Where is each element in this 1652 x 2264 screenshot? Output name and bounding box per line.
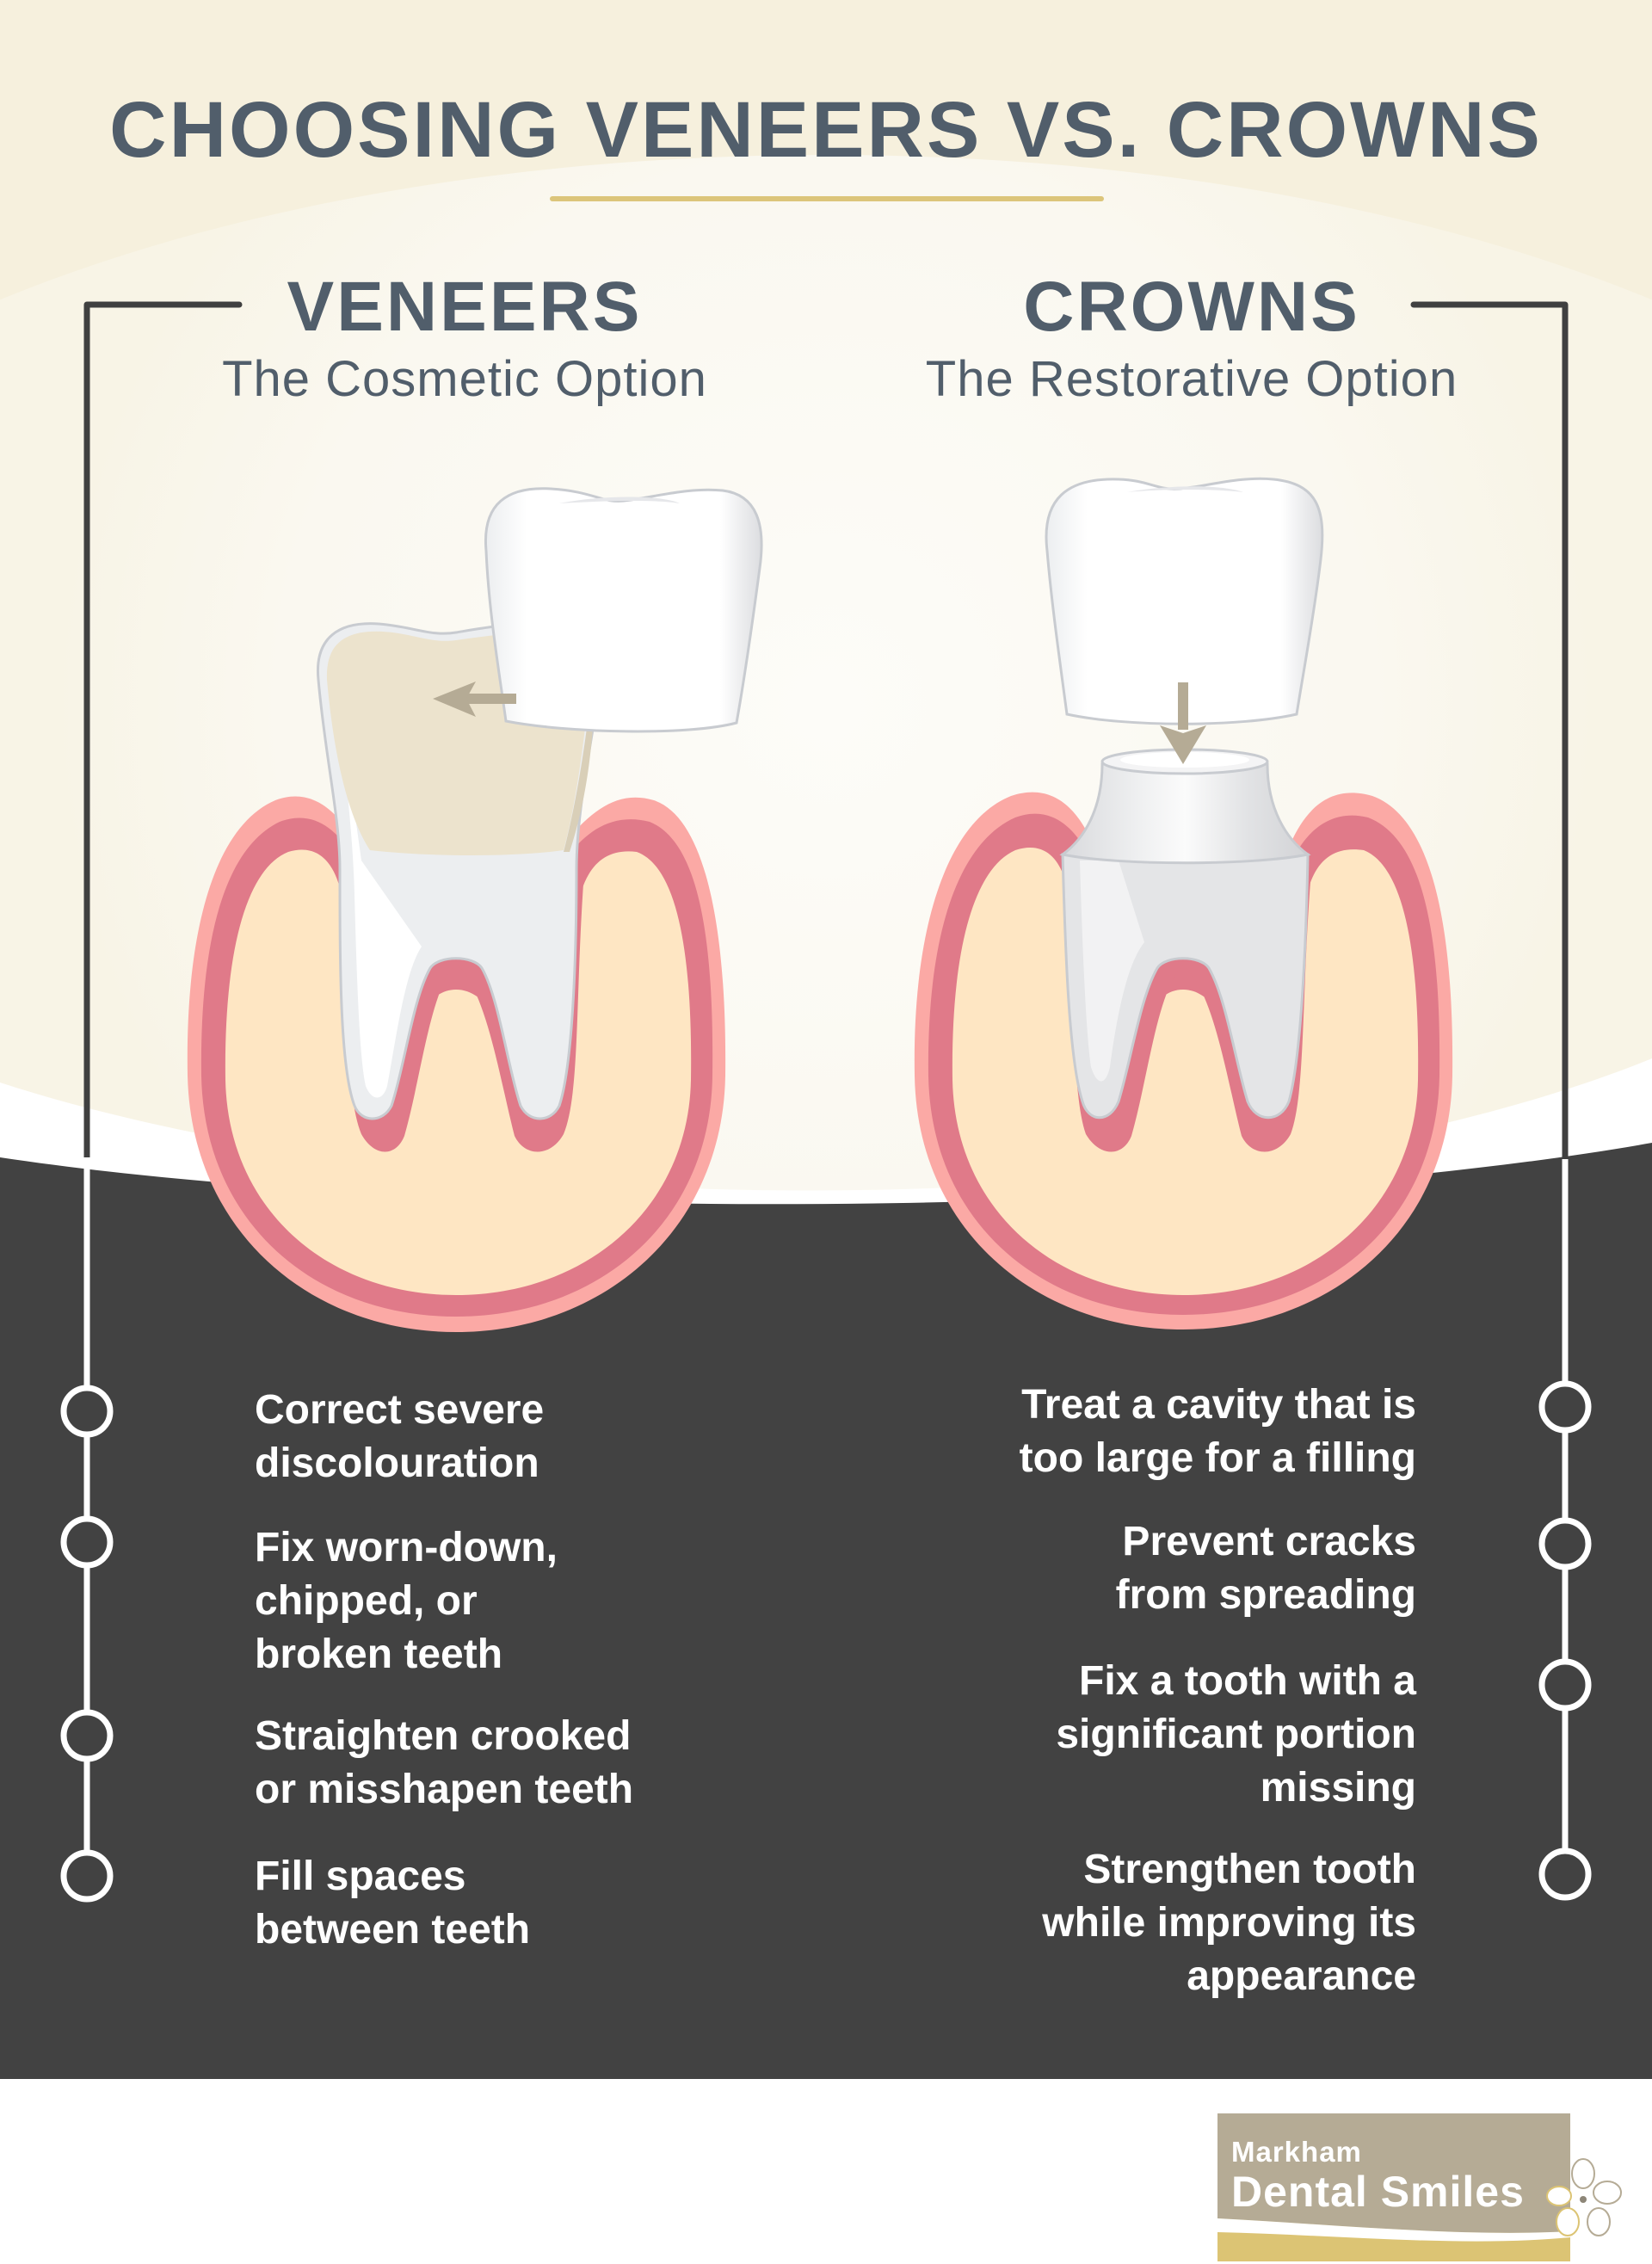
- crown-benefit-item: Strengthen tooth while improving its app…: [1042, 1847, 1416, 1999]
- node-circle-icon: [1538, 1380, 1592, 1434]
- crown-benefit-item: Prevent cracks from spreading: [1115, 1519, 1416, 1618]
- crowns-title: CROWNS: [1023, 268, 1360, 346]
- node-circle-icon: [1538, 1658, 1592, 1712]
- veneers-subtitle: The Cosmetic Option: [222, 351, 707, 407]
- right-timeline-nodes: [1538, 1380, 1592, 1901]
- logo[interactable]: Markham Dental Smiles: [1217, 2113, 1570, 2261]
- left-timeline-nodes: [60, 1385, 114, 1903]
- veneer-benefit-item: Fill spaces between teeth: [255, 1854, 531, 1952]
- logo-line1: Markham: [1231, 2136, 1362, 2168]
- node-circle-icon: [60, 1515, 114, 1569]
- veneer-benefit-item: Fix worn-down, chipped, or broken teeth: [255, 1525, 558, 1677]
- node-circle-icon: [60, 1385, 114, 1438]
- logo-graphic: [1217, 2113, 1570, 2261]
- arrow-down-icon: [1160, 682, 1206, 764]
- veneer-benefit-item: Correct severe discolouration: [255, 1387, 545, 1486]
- right-bracket-line: [1410, 301, 1569, 1163]
- left-bracket-line: [83, 301, 243, 1161]
- veneer-tooth-illustration: [187, 487, 763, 1332]
- crown-tooth-illustration: [914, 477, 1453, 1329]
- crown-benefit-item: Treat a cavity that is too large for a f…: [1019, 1382, 1416, 1481]
- tooth-flower-icon: [1546, 2158, 1622, 2236]
- node-circle-icon: [1538, 1517, 1592, 1570]
- arrow-left-icon: [433, 682, 516, 717]
- node-circle-icon: [60, 1709, 114, 1762]
- dark-panel: [0, 1143, 1652, 2079]
- veneers-title: VENEERS: [287, 268, 643, 346]
- crowns-heading: CROWNS The Restorative Option: [878, 268, 1506, 410]
- node-circle-icon: [60, 1849, 114, 1903]
- veneers-heading: VENEERS The Cosmetic Option: [155, 268, 774, 410]
- crowns-subtitle: The Restorative Option: [925, 351, 1458, 407]
- logo-line2: Dental Smiles: [1231, 2168, 1525, 2216]
- node-circle-icon: [1538, 1848, 1592, 1901]
- page-title: CHOOSING VENEERS VS. CROWNS: [109, 86, 1543, 174]
- crown-benefit-item: Fix a tooth with a significant portion m…: [1056, 1658, 1416, 1811]
- veneer-benefit-item: Straighten crooked or misshapen teeth: [255, 1713, 634, 1812]
